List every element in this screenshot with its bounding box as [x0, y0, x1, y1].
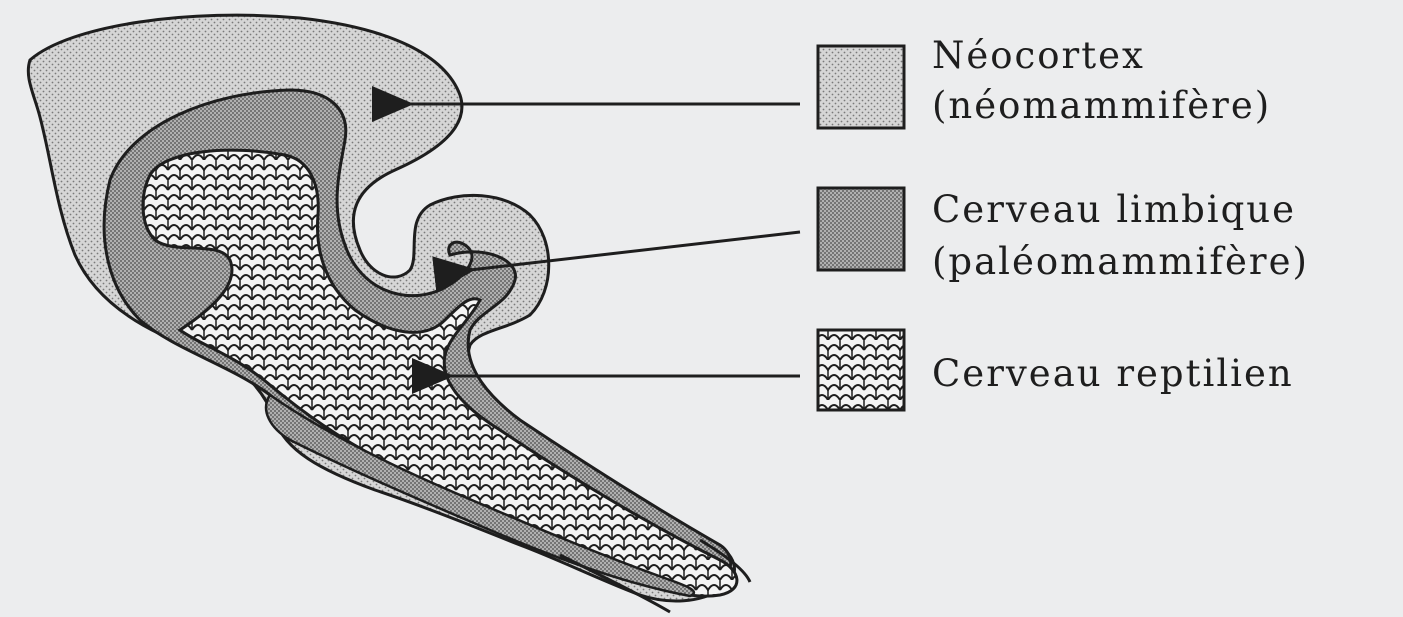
legend-swatch-neocortex — [818, 46, 904, 128]
legend-swatch-limbic — [818, 188, 904, 270]
legend-sublabel-neocortex: (néomammifère) — [932, 84, 1271, 127]
legend-sublabel-limbic: (paléomammifère) — [932, 240, 1309, 283]
legend-label-reptilian: Cerveau reptilien — [932, 352, 1294, 395]
legend-label-limbic: Cerveau limbique — [932, 188, 1296, 231]
legend-swatch-reptilian — [818, 330, 904, 410]
legend-label-neocortex: Néocortex — [932, 34, 1145, 77]
